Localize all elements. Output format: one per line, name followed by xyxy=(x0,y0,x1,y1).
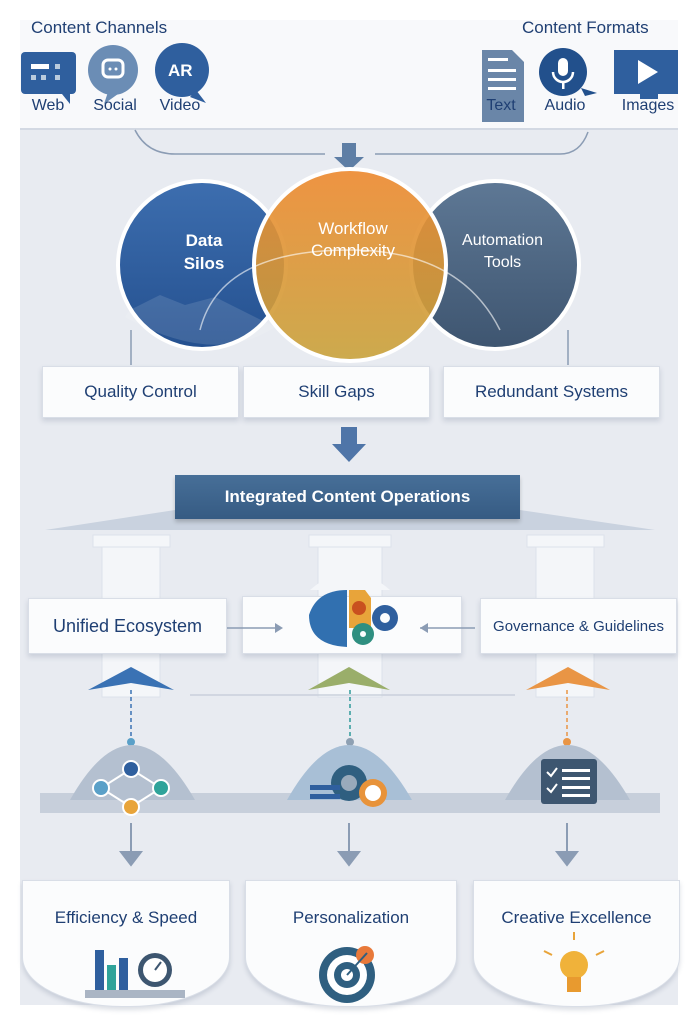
outcome-personalization-label: Personalization xyxy=(292,908,410,927)
arrow-down-icon xyxy=(332,427,366,462)
document-icon xyxy=(482,50,524,122)
arrow-down-icon xyxy=(334,143,364,171)
gear-data-icon xyxy=(310,765,387,807)
play-screen-icon xyxy=(614,50,678,99)
ar-chat-icon xyxy=(155,43,209,103)
venn-data-silos: Data Silos xyxy=(183,231,225,273)
ar-glyph: AR xyxy=(168,61,193,80)
pillar-governance: Governance & Guidelines xyxy=(480,598,677,654)
web-chat-icon xyxy=(21,52,76,104)
brain-gears-icon xyxy=(309,590,398,647)
venn-workflow-complexity: Workflow Complexity xyxy=(310,219,396,260)
channel-video[interactable]: Video xyxy=(159,97,201,114)
pillar-center xyxy=(242,590,462,654)
challenge-redundant-systems: Redundant Systems xyxy=(443,366,660,418)
outcome-creative-label: Creative Excellence xyxy=(501,908,652,927)
channel-social[interactable]: Social xyxy=(93,97,137,114)
outcome-personalization: Personalization xyxy=(245,880,457,1007)
challenge-skill-gaps: Skill Gaps xyxy=(243,366,430,418)
outcome-creative: Creative Excellence xyxy=(473,880,680,1007)
format-images[interactable]: Images xyxy=(621,97,675,114)
channel-web[interactable]: Web xyxy=(31,97,65,114)
format-audio[interactable]: Audio xyxy=(544,97,586,114)
format-text[interactable]: Text xyxy=(486,97,516,114)
outcome-efficiency-label: Efficiency & Speed xyxy=(54,908,198,927)
formats-title: Content Formats xyxy=(522,18,649,37)
outcome-efficiency: Efficiency & Speed xyxy=(22,880,230,1007)
challenge-quality-control: Quality Control xyxy=(42,366,239,418)
social-chat-icon xyxy=(88,45,138,104)
checklist-icon xyxy=(541,759,597,804)
venn-automation-tools: Automation Tools xyxy=(462,232,543,271)
banner-integrated-operations: Integrated Content Operations xyxy=(175,475,520,519)
venn-diagram xyxy=(116,167,581,363)
pillar-unified-ecosystem: Unified Ecosystem xyxy=(28,598,227,654)
network-nodes-icon xyxy=(92,760,170,816)
microphone-icon xyxy=(539,48,597,96)
channels-title: Content Channels xyxy=(31,18,168,37)
